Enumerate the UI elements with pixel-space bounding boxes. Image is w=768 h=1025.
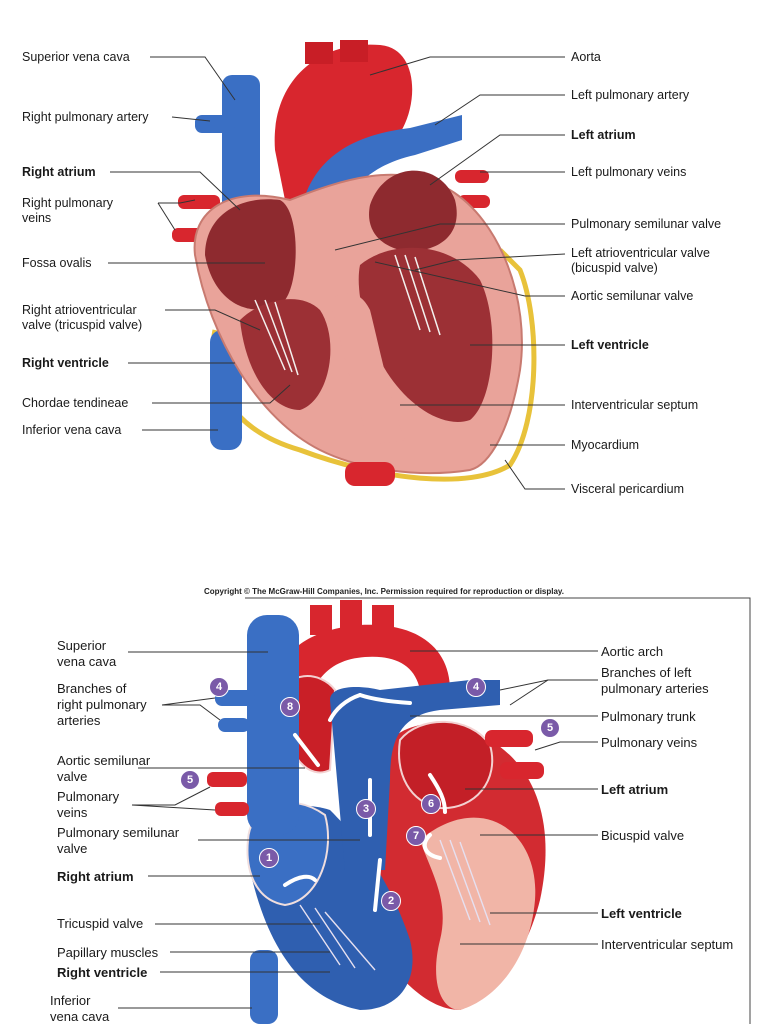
pulmonary-trunk-shape [330, 680, 500, 870]
label-fossa-ovalis: Fossa ovalis [22, 256, 92, 270]
label-left-atrium: Left atrium [571, 128, 636, 142]
aortic-branch [372, 605, 394, 635]
heart-illustration-top [108, 40, 566, 490]
label-aortic-arch: Aortic arch [601, 644, 664, 659]
step-badge-6: 6 [421, 794, 441, 814]
label-interventricular-septum-2: Interventricular septum [601, 937, 734, 952]
label-left-atrium-2: Left atrium [601, 782, 669, 797]
label-aortic-semilunar-valve: Aortic semilunar valve [571, 289, 694, 303]
inferior-vena-cava-shape [250, 950, 278, 1024]
label-papillary-muscles: Papillary muscles [57, 945, 159, 960]
aortic-arch-shape [268, 624, 450, 740]
label-right-pulmonary-artery: Right pulmonary artery [22, 110, 149, 124]
figure-frame [245, 597, 751, 1024]
label-branches-left-pulmonary-arteries: Branches of left pulmonary arteries [601, 665, 709, 696]
label-interventricular-septum: Interventricular septum [571, 398, 699, 412]
pulmonary-vein-right [215, 802, 249, 816]
heart-diagram-top: Superior vena cava Right pulmonary arter… [22, 40, 722, 496]
step-badge-1: 1 [259, 848, 279, 868]
step-badge-4-right: 4 [209, 677, 229, 697]
step-badge-7: 7 [406, 826, 426, 846]
label-myocardium: Myocardium [571, 438, 640, 452]
label-aortic-semilunar-valve-2: Aortic semilunar valve [57, 753, 151, 784]
step-badge-2: 2 [381, 891, 401, 911]
aorta-top-branch [340, 40, 368, 62]
superior-vena-cava-shape [247, 615, 299, 835]
label-left-pulmonary-artery: Left pulmonary artery [571, 88, 690, 102]
label-chordae-tendineae: Chordae tendineae [22, 396, 129, 410]
aortic-branch [340, 600, 362, 632]
right-pulmonary-artery-branch [218, 718, 250, 732]
step-badge-5-left: 5 [540, 718, 560, 738]
aorta-top-branch [305, 42, 333, 64]
leader-lines-top [108, 56, 566, 490]
pulmonary-vein-left [485, 730, 533, 747]
label-right-atrioventricular-valve: Right atrioventricular valve (tricuspid … [22, 303, 143, 332]
right-atrium-chamber [205, 199, 296, 310]
label-pulmonary-trunk: Pulmonary trunk [601, 709, 696, 724]
label-right-ventricle-2: Right ventricle [57, 965, 148, 980]
coronary-vessel-apex [345, 462, 395, 486]
label-left-pulmonary-veins: Left pulmonary veins [571, 165, 687, 179]
heart-diagram-bottom: Copyright © The McGraw-Hill Companies, I… [0, 540, 768, 1024]
pulmonary-vein-left [500, 762, 544, 779]
label-pulmonary-semilunar-valve: Pulmonary semilunar valve [571, 217, 722, 231]
chordae-lines-bottom [299, 839, 491, 971]
aorta-shape [274, 44, 413, 201]
step-badge-8: 8 [280, 697, 300, 717]
left-pulmonary-vein [455, 170, 489, 183]
label-right-ventricle: Right ventricle [22, 356, 109, 370]
label-branches-right-pulmonary-arteries: Branches of right pulmonary arteries [57, 681, 147, 728]
leader-lines-bottom [118, 650, 598, 1009]
interventricular-septum-shape [330, 293, 405, 445]
left-ventricle-chamber [358, 247, 493, 422]
label-right-atrium: Right atrium [22, 165, 96, 179]
label-tricuspid-valve: Tricuspid valve [57, 916, 144, 931]
label-left-atrioventricular-valve: Left atrioventricular valve (bicuspid va… [571, 246, 710, 275]
right-pulmonary-artery-shape [195, 115, 235, 133]
right-pulmonary-vein [178, 195, 220, 209]
left-atrium-chamber [398, 720, 494, 810]
label-superior-vena-cava: Superior vena cava [22, 50, 130, 64]
label-inferior-vena-cava-2: Inferior vena cava [50, 993, 110, 1024]
step-badge-3: 3 [356, 799, 376, 819]
label-right-atrium-2: Right atrium [57, 869, 134, 884]
label-aorta: Aorta [571, 50, 601, 64]
step-badge-4-left: 4 [466, 677, 486, 697]
label-left-ventricle: Left ventricle [571, 338, 649, 352]
left-atrium-chamber [369, 170, 457, 251]
label-inferior-vena-cava: Inferior vena cava [22, 423, 122, 437]
copyright-notice: Copyright © The McGraw-Hill Companies, I… [203, 587, 565, 596]
label-superior-vena-cava-2: Superior vena cava [57, 638, 117, 669]
label-bicuspid-valve: Bicuspid valve [601, 828, 685, 843]
step-badge-5-right: 5 [180, 770, 200, 790]
label-visceral-pericardium: Visceral pericardium [571, 482, 685, 496]
pulmonary-vein-right [207, 772, 247, 787]
aortic-branch [310, 605, 332, 635]
label-right-pulmonary-veins: Right pulmonary veins [22, 196, 114, 225]
blood-flow-arrows [283, 693, 447, 912]
label-pulmonary-semilunar-valve-2: Pulmonary semilunar valve [57, 825, 180, 856]
label-pulmonary-veins-left: Pulmonary veins [601, 735, 698, 750]
chordae-tendineae-lines [254, 254, 441, 376]
label-pulmonary-veins-right: Pulmonary veins [57, 789, 120, 820]
label-left-ventricle-2: Left ventricle [601, 906, 682, 921]
